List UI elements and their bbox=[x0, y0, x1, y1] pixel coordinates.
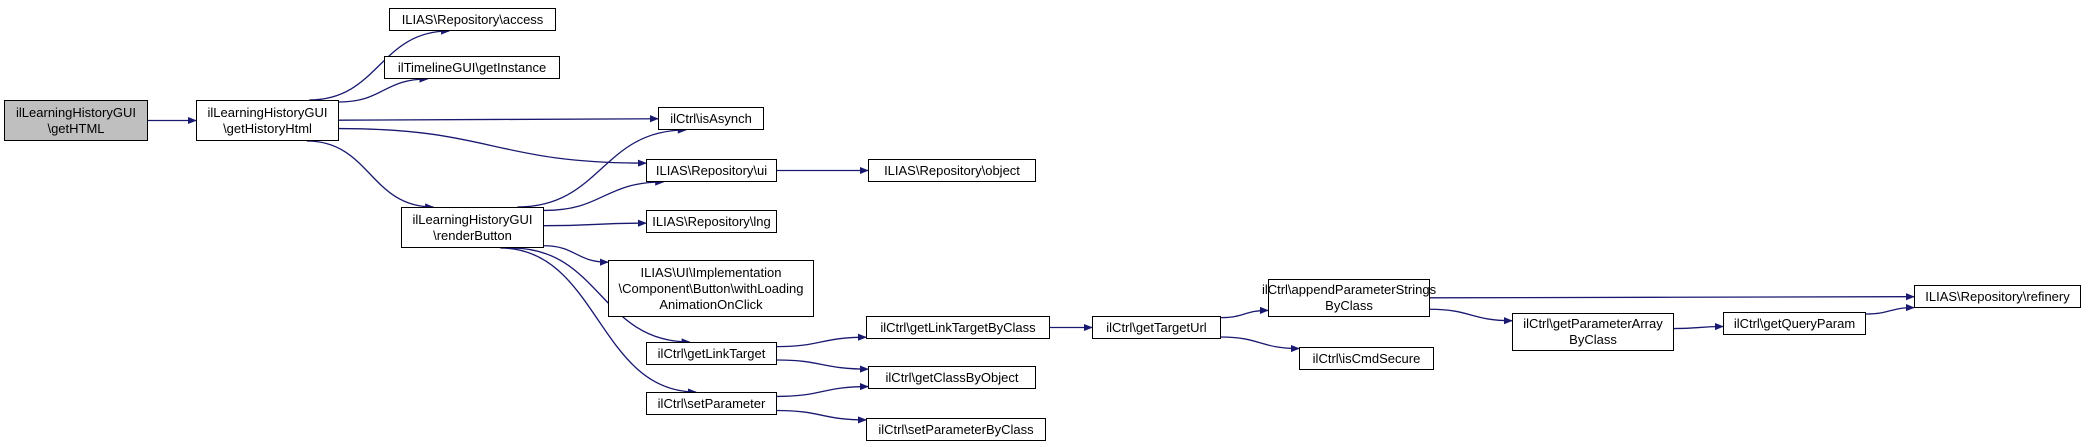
node-ui[interactable]: ILIAS\Repository\ui bbox=[646, 159, 777, 182]
node-getlinktargetbyclass[interactable]: ilCtrl\getLinkTargetByClass bbox=[866, 316, 1050, 339]
edge-appendparameterstrings-to-refinery bbox=[1429, 293, 1915, 301]
edge-appendparameterstrings-to-getparameterarray bbox=[1429, 308, 1513, 325]
node-access[interactable]: ILIAS\Repository\access bbox=[389, 8, 556, 31]
node-appendparameterstrings[interactable]: ilCtrl\appendParameterStrings ByClass bbox=[1262, 279, 1436, 317]
node-gethtml[interactable]: ilLearningHistoryGUI \getHTML bbox=[4, 100, 148, 141]
edge-renderbutton-to-lng bbox=[543, 219, 647, 227]
node-renderbutton[interactable]: ilLearningHistoryGUI \renderButton bbox=[401, 207, 544, 248]
node-getparameterarray[interactable]: ilCtrl\getParameterArray ByClass bbox=[1512, 313, 1674, 351]
edge-getqueryparam-to-refinery bbox=[1865, 304, 1915, 315]
node-getqueryparam[interactable]: ilCtrl\getQueryParam bbox=[1723, 312, 1866, 335]
node-object[interactable]: ILIAS\Repository\object bbox=[868, 159, 1036, 182]
edge-gettargeturl-to-appendparameterstrings bbox=[1220, 306, 1269, 319]
node-isasynch[interactable]: ilCtrl\isAsynch bbox=[658, 107, 764, 130]
edge-getlinktarget-to-getlinktargetbyclass bbox=[776, 333, 867, 348]
edge-renderbutton-to-ui bbox=[543, 178, 665, 212]
node-lng[interactable]: ILIAS\Repository\lng bbox=[646, 210, 777, 233]
edge-gettargeturl-to-iscmdsecure bbox=[1220, 336, 1300, 353]
edge-renderbutton-to-withloading bbox=[543, 245, 609, 266]
edge-setparameter-to-setparameterbyclass bbox=[776, 409, 867, 424]
edge-setparameter-to-getclassbyobject bbox=[776, 382, 869, 398]
edge-gethistoryhtml-to-isasynch bbox=[338, 115, 659, 123]
edge-gethistoryhtml-to-ui bbox=[338, 127, 647, 167]
edge-renderbutton-to-getlinktarget bbox=[511, 247, 691, 346]
node-setparameter[interactable]: ilCtrl\setParameter bbox=[646, 392, 777, 415]
edge-gethistoryhtml-to-timeline bbox=[338, 75, 429, 103]
edge-renderbutton-to-isasynch bbox=[517, 126, 687, 208]
node-gethistoryhtml[interactable]: ilLearningHistoryGUI \getHistoryHtml bbox=[196, 100, 339, 141]
edge-gethistoryhtml-to-access bbox=[309, 27, 451, 101]
node-withloading[interactable]: ILIAS\UI\Implementation \Component\Butto… bbox=[608, 260, 814, 317]
node-setparameterbyclass[interactable]: ilCtrl\setParameterByClass bbox=[866, 418, 1046, 441]
node-refinery[interactable]: ILIAS\Repository\refinery bbox=[1914, 285, 2081, 308]
node-getclassbyobject[interactable]: ilCtrl\getClassByObject bbox=[868, 366, 1036, 389]
edge-getlinktarget-to-getclassbyobject bbox=[776, 359, 869, 373]
edge-getparameterarray-to-getqueryparam bbox=[1673, 322, 1724, 331]
node-iscmdsecure[interactable]: ilCtrl\isCmdSecure bbox=[1299, 347, 1434, 370]
node-gettargeturl[interactable]: ilCtrl\getTargetUrl bbox=[1092, 316, 1221, 339]
node-timeline[interactable]: ilTimelineGUI\getInstance bbox=[384, 56, 560, 79]
node-getlinktarget[interactable]: ilCtrl\getLinkTarget bbox=[646, 342, 777, 365]
edge-gethistoryhtml-to-renderbutton bbox=[306, 140, 435, 211]
edge-renderbutton-to-setparameter bbox=[500, 247, 697, 396]
